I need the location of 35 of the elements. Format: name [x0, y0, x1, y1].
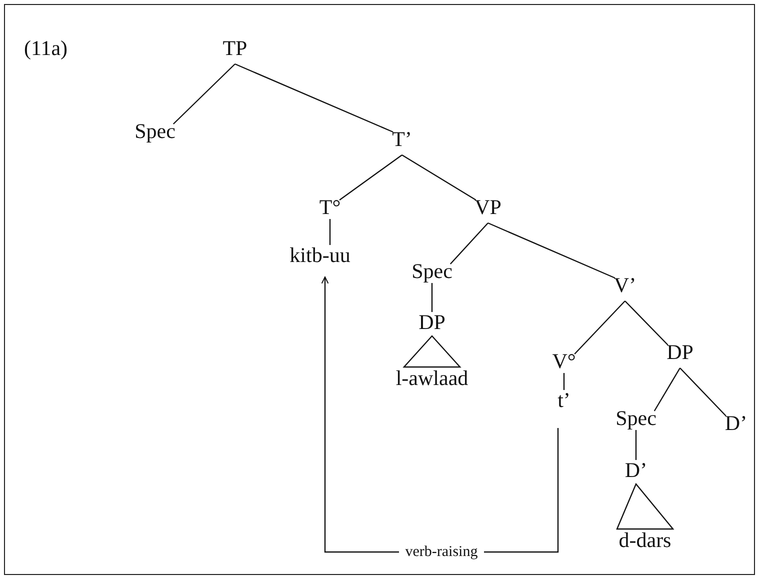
tree-branch	[172, 64, 236, 124]
tree-node-label: t’	[558, 388, 570, 412]
tree-branch	[234, 63, 394, 133]
tree-node-label: VP	[474, 195, 502, 219]
tree-node-label: l-awlaad	[396, 366, 468, 390]
triangle-branch	[616, 482, 674, 530]
tree-node-label: Spec	[134, 119, 176, 143]
tree-node-label: V’	[614, 273, 636, 297]
tree-node-label: T’	[392, 127, 412, 151]
example-number: (11a)	[24, 36, 68, 60]
tree-branch	[488, 222, 616, 279]
tree-node-label: D’	[724, 411, 748, 435]
tree-branch	[680, 368, 726, 416]
tree-branch	[339, 154, 402, 200]
tree-branch	[329, 219, 331, 245]
tree-node-label: kitb-uu	[290, 243, 350, 267]
tree-node-label: DP	[418, 310, 446, 334]
tree-branch	[402, 154, 476, 201]
tree-branch	[450, 222, 488, 264]
tree-branch	[635, 430, 637, 460]
tree-node-label: DP	[666, 340, 694, 364]
tree-node-label: TP	[222, 36, 248, 60]
tree-branch	[654, 368, 680, 412]
tree-node-label: d-dars	[618, 528, 672, 552]
triangle-branch	[402, 335, 462, 368]
tree-node-label: T°	[319, 195, 341, 219]
tree-branch	[431, 283, 433, 312]
tree-branch	[574, 300, 626, 354]
edge-label: verb-raising	[399, 543, 484, 561]
tree-branch	[563, 373, 565, 390]
tree-branch	[624, 300, 668, 346]
tree-node-label: D’	[624, 458, 648, 482]
tree-node-label: Spec	[616, 406, 656, 430]
tree-node-label: Spec	[412, 259, 452, 283]
tree-node-label: V°	[552, 349, 576, 373]
